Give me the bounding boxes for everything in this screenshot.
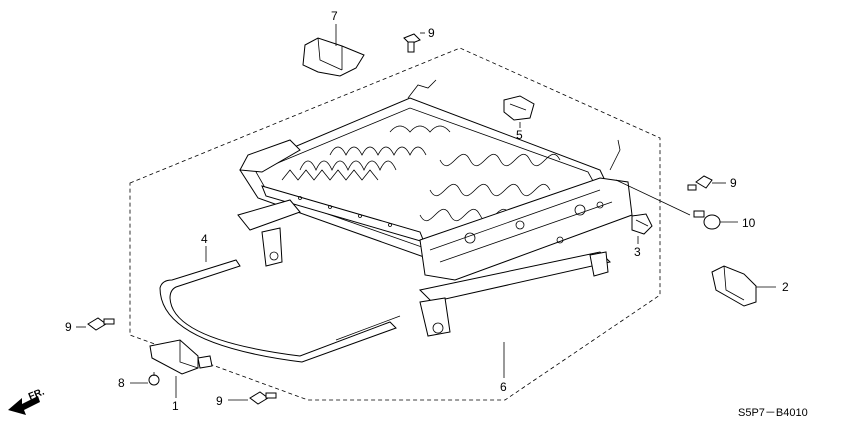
callout-9-top: 9 [428,26,435,40]
leader-lines [76,24,776,401]
callout-1: 1 [172,399,179,413]
clip-part-5 [503,95,535,121]
towel-bar-part-4 [159,259,401,363]
callout-10: 10 [742,216,756,230]
callout-9-right: 9 [730,176,737,190]
catalog-code: S5P7－B4010 [738,407,808,419]
screw-part-8 [148,372,160,386]
callout-9-bottom: 9 [216,394,223,408]
bolt-part-9-left [87,317,115,331]
switch-part-1 [149,339,213,375]
seat-frame [237,79,633,337]
clip-part-3 [631,213,653,235]
callout-8: 8 [118,376,125,390]
callout-9-left: 9 [65,320,72,334]
bolt-part-9-right [687,175,713,191]
cover-part-7 [302,37,365,77]
callout-6: 6 [500,380,507,394]
front-arrow-icon [8,396,40,415]
callout-7: 7 [331,9,338,23]
direction-label: FR. [27,386,46,402]
bolt-part-9-bottom [249,391,277,405]
cover-part-2 [711,265,757,307]
bolt-part-10 [693,210,721,230]
callout-4: 4 [201,232,208,246]
callout-3: 3 [634,245,641,259]
callout-2: 2 [782,280,789,294]
callout-5: 5 [516,128,523,142]
bolt-part-9-top [403,33,421,53]
